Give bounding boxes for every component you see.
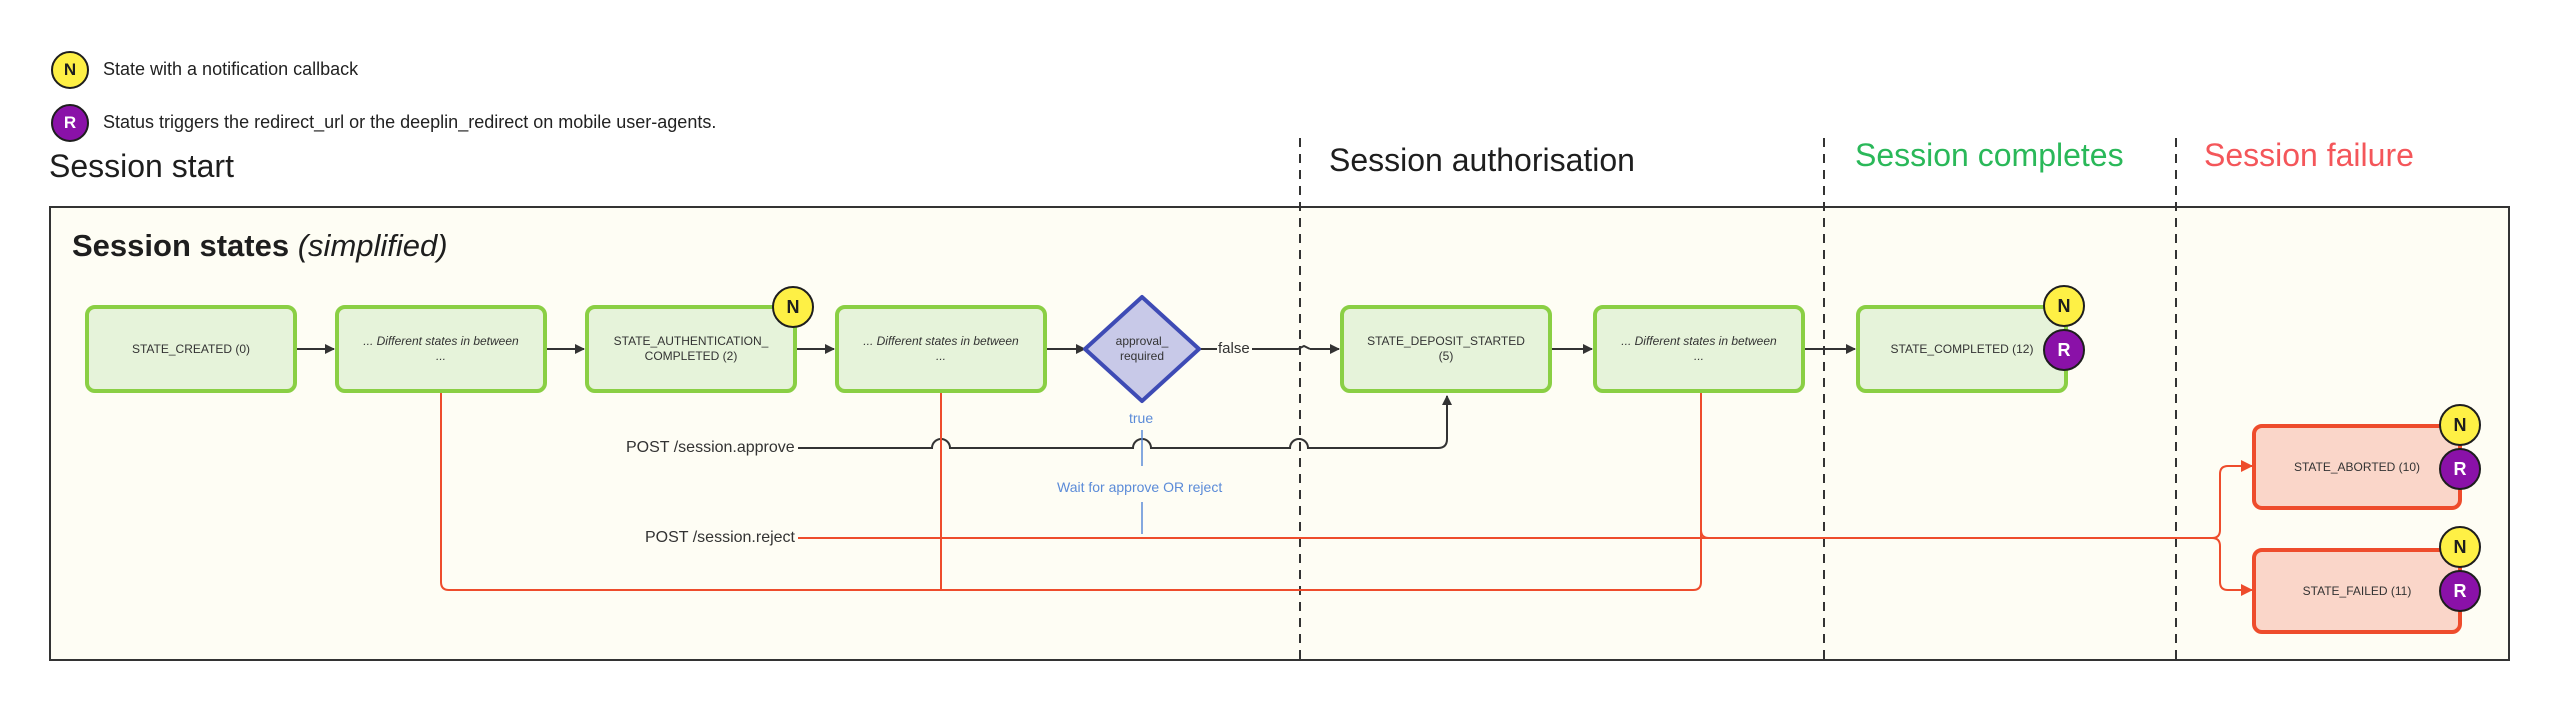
state-completed-label: STATE_COMPLETED (12) [1890, 341, 2034, 356]
state-auth-completed-label: STATE_AUTHENTICATION_ COMPLETED (2) [613, 334, 769, 363]
panel-title-main: Session states [72, 228, 290, 263]
aborted-redirect-badge: R [2439, 448, 2481, 490]
state-between-3-label: ... Different states in between ... [1621, 334, 1777, 363]
phase-session-start: Session start [49, 148, 234, 184]
legend-redirect-badge: R [51, 104, 89, 142]
reject-label: POST /session.reject [645, 529, 795, 546]
phase-session-failure: Session failure [2204, 137, 2414, 173]
failed-redirect-badge: R [2439, 570, 2481, 612]
decision-false-label: false [1218, 340, 1250, 357]
failure-path-between1 [440, 391, 1702, 591]
state-aborted: STATE_ABORTED (10) [2252, 424, 2462, 510]
panel-title-subtitle: (simplified) [297, 228, 448, 263]
state-between-1-label: ... Different states in between ... [363, 334, 519, 363]
state-deposit-started-label: STATE_DEPOSIT_STARTED (5) [1367, 334, 1525, 363]
state-between-1: ... Different states in between ... [335, 305, 547, 393]
legend-notification-badge: N [51, 51, 89, 89]
state-between-2-label: ... Different states in between ... [863, 334, 1019, 363]
arrow-to-failed [2211, 537, 2253, 596]
decision-true-label: true [1129, 410, 1154, 426]
state-authentication-completed: STATE_AUTHENTICATION_ COMPLETED (2) [585, 305, 797, 393]
aborted-notification-badge: N [2439, 404, 2481, 446]
phase-session-authorisation: Session authorisation [1329, 142, 1635, 178]
decision-label: approval_ required [1115, 334, 1169, 363]
state-created-label: STATE_CREATED (0) [131, 341, 250, 356]
state-between-3: ... Different states in between ... [1593, 305, 1805, 393]
state-failed: STATE_FAILED (11) [2252, 548, 2462, 634]
state-created: STATE_CREATED (0) [85, 305, 297, 393]
wait-label: Wait for approve OR reject [1057, 479, 1223, 495]
phase-session-completes: Session completes [1855, 137, 2124, 173]
state-completed: STATE_COMPLETED (12) [1856, 305, 2068, 393]
approve-label: POST /session.approve [626, 439, 795, 456]
line-decision-false-b [1252, 344, 1311, 350]
auth-completed-notification-badge: N [772, 286, 814, 328]
approve-line [798, 395, 1452, 449]
state-aborted-label: STATE_ABORTED (10) [2293, 459, 2421, 474]
session-states-panel [49, 206, 2510, 661]
legend-redirect-text: Status triggers the redirect_url or the … [103, 112, 717, 132]
completed-redirect-badge: R [2043, 329, 2085, 371]
state-failed-label: STATE_FAILED (11) [2302, 583, 2412, 598]
state-deposit-started: STATE_DEPOSIT_STARTED (5) [1340, 305, 1552, 393]
completed-notification-badge: N [2043, 285, 2085, 327]
arrow-to-aborted [2211, 460, 2253, 539]
state-between-2: ... Different states in between ... [835, 305, 1047, 393]
failure-branch-link [1700, 529, 2212, 539]
legend-notification-text: State with a notification callback [103, 59, 359, 79]
panel-title: Session states (simplified) [72, 228, 448, 264]
failed-notification-badge: N [2439, 526, 2481, 568]
decision-diamond [1083, 295, 1201, 403]
